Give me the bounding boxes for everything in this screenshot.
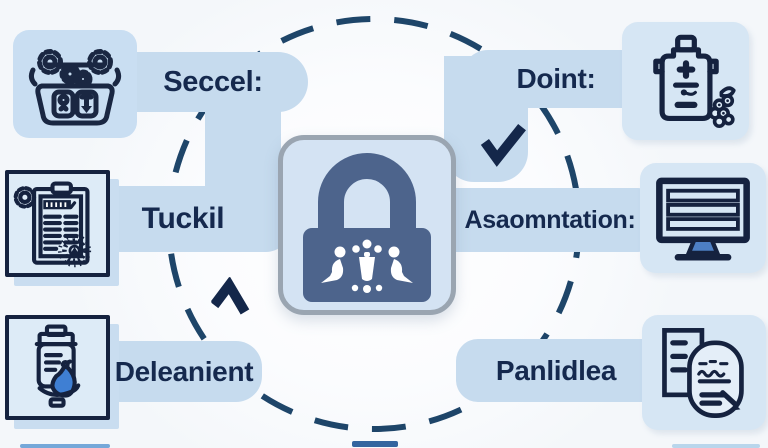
icon-box-doint xyxy=(622,22,749,140)
item-label-asaomntation: Asaomntation: xyxy=(464,205,636,234)
jar-with-pouch-icon xyxy=(34,324,80,408)
bottom-strip-right xyxy=(672,444,760,448)
item-label-doint: Doint: xyxy=(516,63,596,94)
icon-box-panlidlea xyxy=(642,315,766,430)
document-badge-icon xyxy=(662,327,744,418)
checkmark-icon xyxy=(480,124,526,167)
icon-box-deleanient xyxy=(5,315,110,420)
icon-box-tuckil xyxy=(5,170,110,277)
item-label-tuckil: Tuckil xyxy=(141,202,225,235)
item-label-deleanient: Deleanient xyxy=(114,355,254,387)
bottle-battery-icon xyxy=(652,34,736,129)
ribbon-connector-right xyxy=(444,56,528,182)
icon-box-seccel xyxy=(13,30,137,138)
label-band-tuckil xyxy=(98,186,290,252)
bottom-strip-left xyxy=(20,444,110,448)
center-lock-panel xyxy=(278,135,456,315)
bottom-strip-center xyxy=(352,441,398,447)
item-label-seccel: Seccel: xyxy=(163,65,263,98)
label-band-asaomntation xyxy=(450,188,650,252)
clipboard-checklist-icon xyxy=(13,180,91,267)
padlock-with-figures-icon xyxy=(303,153,431,302)
item-label-panlidlea: Panlidlea xyxy=(495,354,617,386)
computer-monitor-icon xyxy=(656,177,750,261)
icon-box-asaomntation xyxy=(640,163,766,273)
chevron-arrow-icon xyxy=(210,276,250,315)
label-band-deleanient xyxy=(98,341,262,402)
gears-machine-icon xyxy=(28,49,122,126)
label-band-panlidlea xyxy=(456,339,656,402)
